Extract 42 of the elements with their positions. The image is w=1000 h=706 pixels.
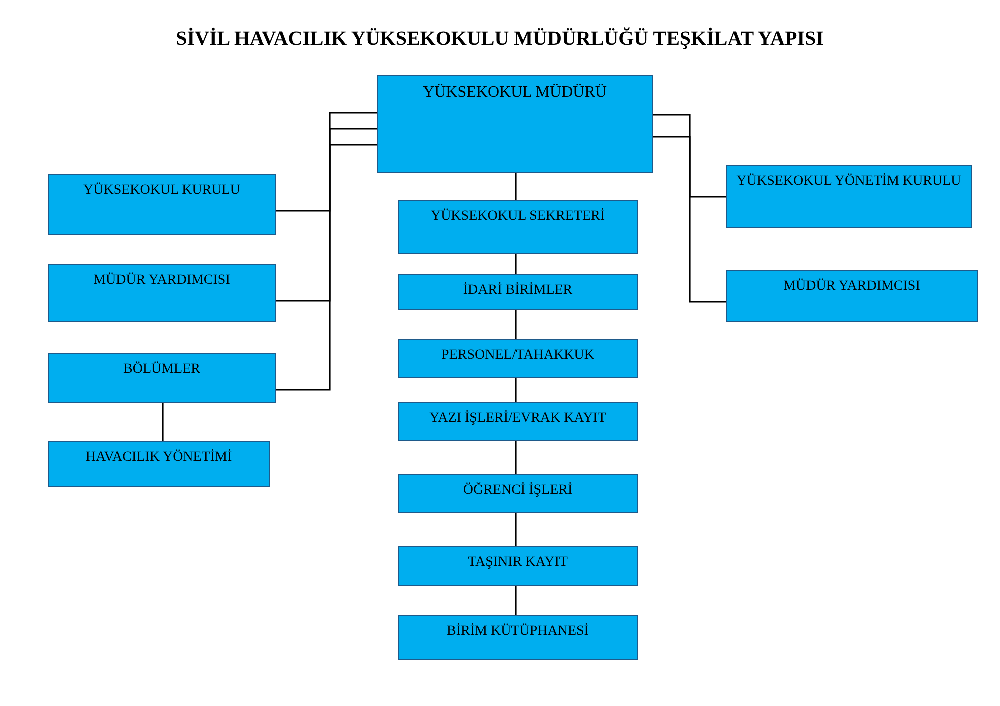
org-unit-box xyxy=(398,200,638,254)
unit-label: YÜKSEKOKUL MÜDÜRÜ xyxy=(422,84,608,102)
org-unit-box xyxy=(377,75,653,173)
org-unit-box xyxy=(398,615,638,660)
connector-line xyxy=(515,173,517,200)
connector-line xyxy=(276,144,377,391)
unit-label: TAŞINIR KAYIT xyxy=(467,555,569,571)
org-unit-box xyxy=(398,402,638,441)
org-unit-box xyxy=(398,274,638,310)
unit-label: MÜDÜR YARDIMCISI xyxy=(92,273,232,289)
unit-label: MÜDÜR YARDIMCISI xyxy=(782,279,922,295)
org-unit-box xyxy=(398,339,638,378)
connector-line xyxy=(515,513,517,546)
connector-line xyxy=(515,254,517,274)
connector-line xyxy=(515,310,517,339)
org-unit-box xyxy=(726,270,978,322)
unit-label: ÖĞRENCİ İŞLERİ xyxy=(462,483,574,499)
unit-label: İDARİ BİRİMLER xyxy=(462,283,574,299)
unit-label: BİRİM KÜTÜPHANESİ xyxy=(446,624,590,640)
org-unit-box xyxy=(398,546,638,586)
connector-line xyxy=(653,136,726,303)
connector-line xyxy=(515,586,517,615)
org-unit-box xyxy=(48,353,276,403)
connector-line xyxy=(653,114,726,198)
connector-line xyxy=(162,403,164,441)
connector-line xyxy=(515,378,517,402)
unit-label: YÜKSEKOKUL SEKRETERİ xyxy=(430,209,606,225)
org-unit-box xyxy=(48,441,270,487)
org-unit-box xyxy=(726,165,972,228)
unit-label: YAZI İŞLERİ/EVRAK KAYIT xyxy=(428,411,608,427)
org-unit-box xyxy=(48,264,276,322)
connector-line xyxy=(515,441,517,474)
unit-label: YÜKSEKOKUL YÖNETİM KURULU xyxy=(736,174,962,190)
unit-label: YÜKSEKOKUL KURULU xyxy=(82,183,242,199)
connector-line xyxy=(276,128,377,302)
unit-label: HAVACILIK YÖNETİMİ xyxy=(84,450,234,466)
diagram-title: SİVİL HAVACILIK YÜKSEKOKULU MÜDÜRLÜĞÜ TEŞKİLAT YAPISI xyxy=(175,28,825,51)
unit-label: PERSONEL/TAHAKKUK xyxy=(440,348,596,364)
org-unit-box xyxy=(398,474,638,513)
org-unit-box xyxy=(48,174,276,235)
connector-line xyxy=(276,112,377,212)
unit-label: BÖLÜMLER xyxy=(122,362,202,378)
